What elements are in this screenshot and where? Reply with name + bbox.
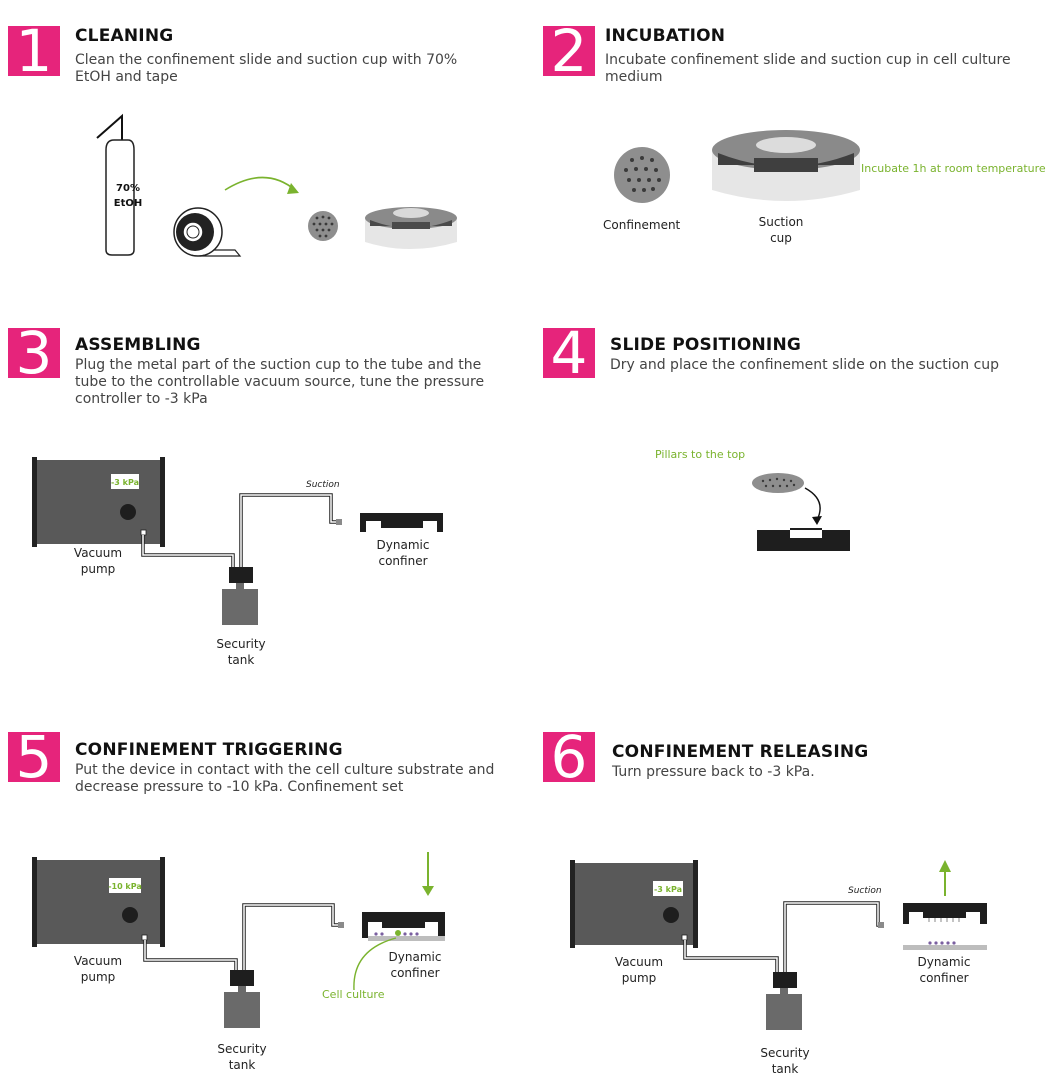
vacuum-pump-icon: -3 kPa: [32, 457, 165, 547]
releasing-diagram: -3 kPa: [570, 860, 987, 1030]
security-tank-icon: [766, 972, 802, 1030]
confinement-slide-icon: [752, 473, 804, 493]
step-3: 3 ASSEMBLING Plug the metal part of the …: [0, 300, 525, 700]
step-title: CONFINEMENT RELEASING: [612, 742, 869, 762]
step-number-badge: 6: [543, 726, 595, 788]
dynamic-confiner-icon: [338, 912, 445, 941]
slide-positioning-illustration: [752, 473, 850, 551]
svg-text:EtOH: EtOH: [114, 198, 142, 209]
step-description: Incubate confinement slide and suction c…: [605, 52, 1011, 85]
step-6: 6 CONFINEMENT RELEASING Turn pressure ba…: [525, 700, 1050, 1091]
step-description: Turn pressure back to -3 kPa.: [612, 764, 815, 780]
step-description: Clean the confinement slide and suction …: [75, 52, 458, 85]
step-4: 4 SLIDE POSITIONING Dry and place the co…: [525, 300, 1050, 700]
step-title: ASSEMBLING: [75, 335, 201, 355]
incubation-note: Incubate 1h at room temperature: [861, 162, 1046, 175]
tape-roll-icon: [173, 207, 242, 257]
confinement-slide-icon: [614, 147, 670, 203]
step-title: INCUBATION: [605, 26, 726, 46]
cleaning-illustration: 70% EtOH: [96, 113, 457, 257]
step-number-badge: 2: [543, 20, 595, 82]
security-tank-icon: [224, 970, 260, 1028]
vacuum-pump-icon: -10 kPa: [32, 857, 165, 947]
step-number-badge: 5: [8, 726, 60, 788]
step-description: Plug the metal part of the suction cup t…: [75, 357, 485, 407]
pressure-screen: -3 kPa: [654, 885, 682, 894]
triggering-diagram: -10 kPa: [32, 852, 445, 1028]
step-number-badge: 1: [8, 20, 60, 82]
step-description: Put the device in contact with the cell …: [75, 762, 495, 795]
incubation-illustration: [614, 130, 860, 203]
vacuum-pump-icon: -3 kPa: [570, 860, 698, 948]
pillars-note: Pillars to the top: [655, 448, 746, 461]
step-description: Dry and place the confinement slide on t…: [610, 357, 1000, 373]
step-title: CONFINEMENT TRIGGERING: [75, 740, 343, 760]
assembly-diagram: -3 kPa: [32, 457, 443, 625]
label-confinement: Confinement: [603, 218, 681, 232]
step-title: SLIDE POSITIONING: [610, 335, 802, 355]
suction-cup-icon: [757, 528, 850, 551]
step-number-badge: 3: [8, 322, 60, 384]
pressure-screen: -10 kPa: [108, 882, 142, 891]
dynamic-confiner-icon: [336, 513, 443, 532]
suction-label: Suction: [848, 886, 882, 896]
down-arrow-icon: [422, 852, 434, 896]
step-2: 2 INCUBATION Incubate confinement slide …: [525, 0, 1050, 300]
cell-culture-label: Cell culture: [322, 988, 385, 1001]
suction-cup-icon: [365, 207, 457, 249]
confinement-slide-icon: [308, 211, 338, 241]
step-title: CLEANING: [75, 26, 174, 46]
dynamic-confiner-icon: [878, 903, 987, 950]
vacuum-tube: [141, 493, 336, 567]
bottle-label: 70%: [116, 183, 140, 194]
security-tank-icon: [222, 567, 258, 625]
step-5: 5 CONFINEMENT TRIGGERING Put the device …: [0, 700, 525, 1091]
step-number-badge: 4: [543, 322, 595, 384]
suction-cup-icon: [712, 130, 860, 201]
step-1: 1 CLEANING Clean the confinement slide a…: [0, 0, 525, 300]
pressure-screen: -3 kPa: [111, 478, 139, 487]
up-arrow-icon: [939, 860, 951, 896]
suction-label: Suction: [306, 480, 340, 490]
